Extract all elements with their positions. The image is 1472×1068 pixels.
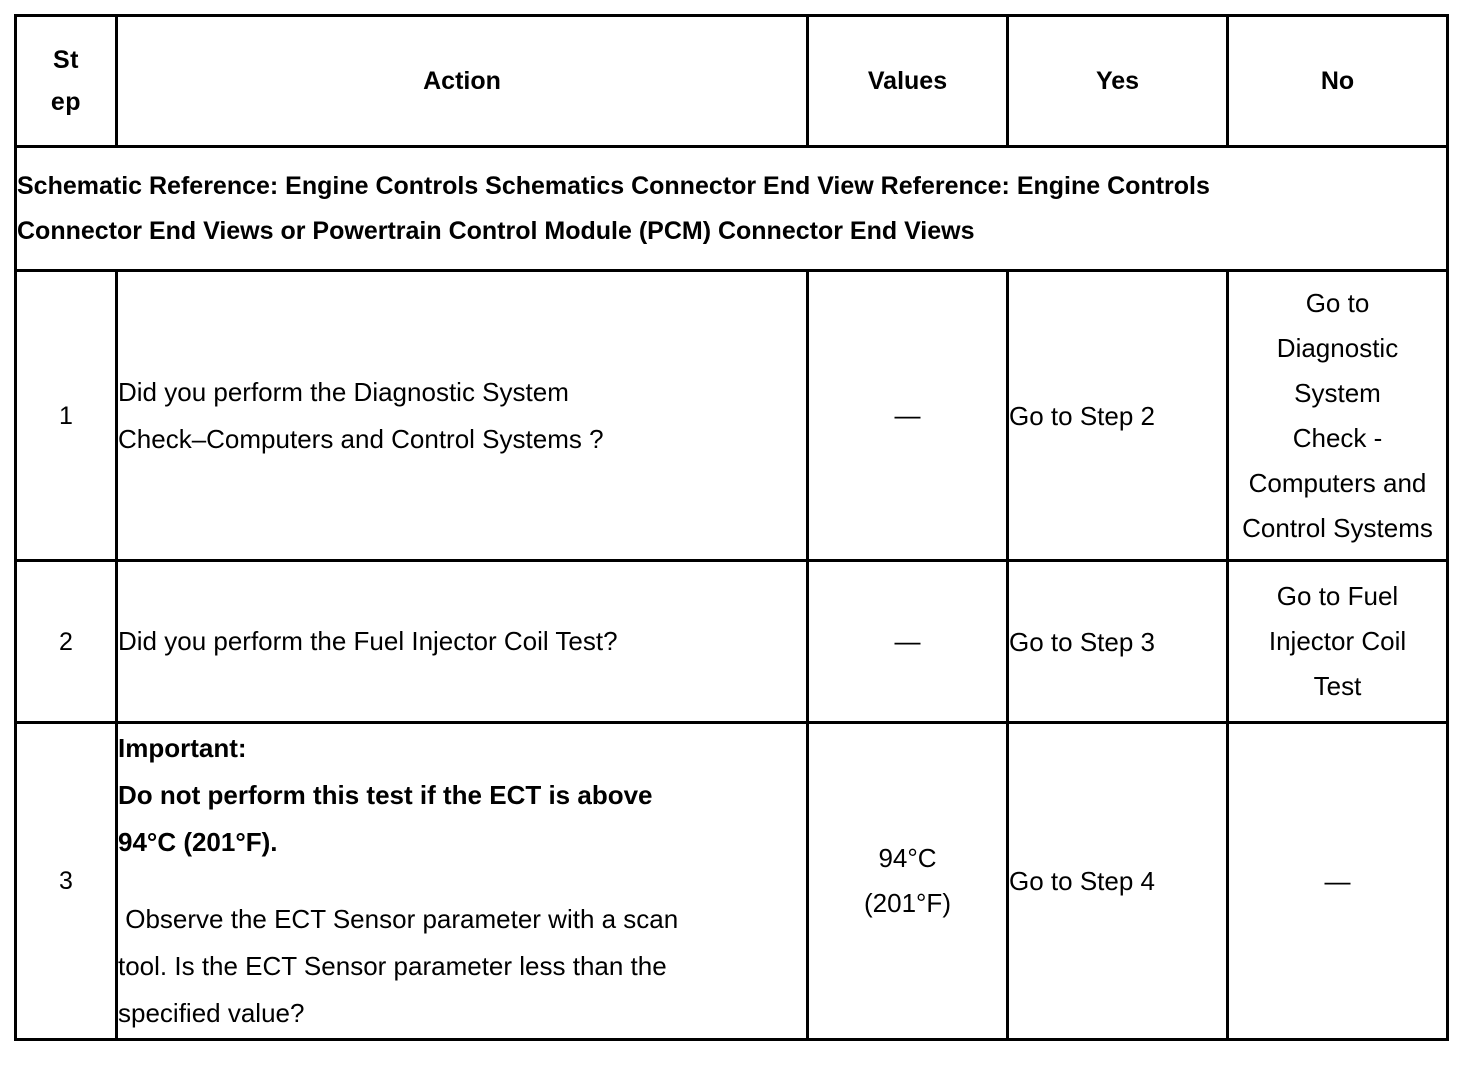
column-header-yes: Yes [1006, 14, 1229, 148]
table-row: 2 Did you perform the Fuel Injector Coil… [14, 559, 1449, 724]
value-dash: — [894, 626, 921, 656]
step-action-line: Observe the ECT Sensor parameter with a … [118, 904, 679, 934]
step-no-line: Control Systems [1242, 512, 1433, 543]
step-action-line: specified value? [118, 998, 305, 1028]
step-action-important-line: Do not perform this test if the ECT is a… [118, 780, 653, 810]
step-action-line: Did you perform the Diagnostic System [118, 376, 569, 407]
step-action-cell: Did you perform the Diagnostic System Ch… [115, 269, 809, 562]
column-header-step-line1: St [53, 46, 79, 74]
schematic-reference-line2: Connector End Views or Powertrain Contro… [17, 216, 975, 245]
step-action-important-label: Important: [118, 733, 247, 763]
step-yes-cell: Go to Step 4 [1006, 721, 1229, 1041]
diagnostic-procedure-table: St ep Action Values Yes No Schematic Ref… [14, 14, 1449, 1041]
schematic-reference-cell: Schematic Reference: Engine Controls Sch… [14, 145, 1449, 272]
step-values-cell: — [806, 559, 1009, 724]
table-header-row: St ep Action Values Yes No [14, 14, 1449, 148]
step-action-cell: Did you perform the Fuel Injector Coil T… [115, 559, 809, 724]
step-no-cell: Go to Fuel Injector Coil Test [1226, 559, 1449, 724]
table-row: 1 Did you perform the Diagnostic System … [14, 269, 1449, 562]
step-no-line: System [1294, 377, 1381, 408]
column-header-step-line2: ep [50, 88, 82, 116]
column-header-action: Action [115, 14, 809, 148]
step-number: 2 [14, 559, 118, 724]
step-no-line: Check - [1292, 422, 1383, 453]
step-no-line: Injector Coil [1268, 626, 1407, 656]
step-action-important-line: 94°C (201°F). [118, 827, 278, 857]
step-no-line: Go to [1305, 287, 1370, 318]
action-spacer [118, 866, 806, 896]
step-yes-cell: Go to Step 2 [1006, 269, 1229, 562]
step-action-line: Did you perform the Fuel Injector Coil T… [118, 626, 618, 656]
column-header-no: No [1226, 14, 1449, 148]
value-dash: — [894, 400, 921, 430]
step-no-line: Diagnostic [1276, 332, 1399, 363]
schematic-reference-row: Schematic Reference: Engine Controls Sch… [14, 145, 1449, 272]
step-action-cell: Important: Do not perform this test if t… [115, 721, 809, 1041]
value-dash: — [1324, 865, 1351, 896]
column-header-step-text: St ep [17, 39, 115, 123]
step-yes-cell: Go to Step 3 [1006, 559, 1229, 724]
step-value-line: 94°C [878, 843, 937, 873]
step-value-line: (201°F) [864, 888, 951, 918]
step-number: 1 [14, 269, 118, 562]
column-header-values: Values [806, 14, 1009, 148]
step-values-cell: — [806, 269, 1009, 562]
table-row: 3 Important: Do not perform this test if… [14, 721, 1449, 1041]
column-header-step: St ep [14, 14, 118, 148]
step-no-line: Test [1313, 671, 1362, 701]
step-number: 3 [14, 721, 118, 1041]
step-no-line: Computers and [1248, 467, 1427, 498]
step-no-cell: Go to Diagnostic System Check - Computer… [1226, 269, 1449, 562]
schematic-reference-line1: Schematic Reference: Engine Controls Sch… [17, 171, 1210, 200]
step-no-cell: — [1226, 721, 1449, 1041]
step-action-line: tool. Is the ECT Sensor parameter less t… [118, 951, 667, 981]
step-action-line: Check–Computers and Control Systems ? [118, 423, 604, 454]
step-no-line: Go to Fuel [1276, 581, 1399, 611]
step-values-cell: 94°C (201°F) [806, 721, 1009, 1041]
